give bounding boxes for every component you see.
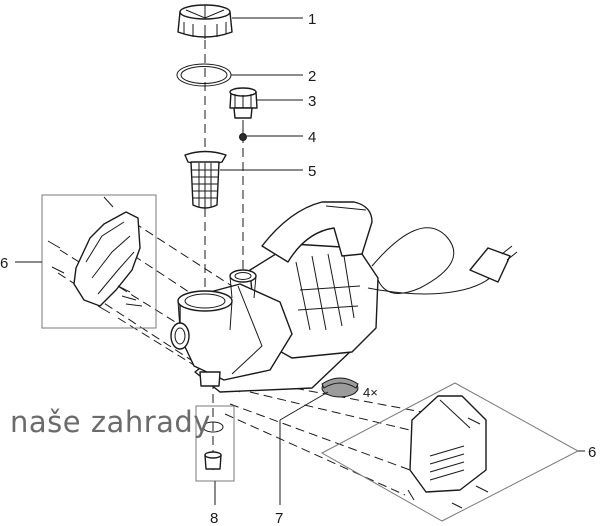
leader-lines bbox=[15, 17, 585, 505]
callout-3: 3 bbox=[308, 93, 316, 110]
callout-8: 8 bbox=[210, 510, 218, 526]
strainer-basket bbox=[184, 150, 227, 209]
callout-1: 1 bbox=[308, 11, 316, 28]
pump-body bbox=[170, 201, 518, 393]
drain-plug-kit bbox=[195, 405, 235, 482]
callout-2: 2 bbox=[308, 68, 316, 85]
left-cover-kit bbox=[41, 194, 157, 329]
o-ring-seal bbox=[176, 63, 232, 87]
screw-icon bbox=[47, 196, 114, 314]
callout-6-left: 6 bbox=[0, 255, 8, 272]
watermark-text: naše zahrady bbox=[10, 405, 211, 439]
rubber-pads bbox=[321, 377, 359, 398]
callout-5: 5 bbox=[308, 163, 316, 180]
callout-4: 4 bbox=[308, 129, 316, 146]
filter-cap bbox=[177, 4, 233, 39]
callout-labels: 1 2 3 4 5 6 6 7 8 4× bbox=[0, 11, 596, 526]
quantity-note: 4× bbox=[363, 385, 378, 400]
callout-7: 7 bbox=[275, 510, 283, 526]
callout-6-right: 6 bbox=[588, 444, 596, 461]
screw-plug bbox=[229, 87, 258, 119]
screw-icon bbox=[407, 417, 489, 509]
small-seal bbox=[239, 128, 247, 141]
right-cover-kit bbox=[320, 382, 580, 522]
